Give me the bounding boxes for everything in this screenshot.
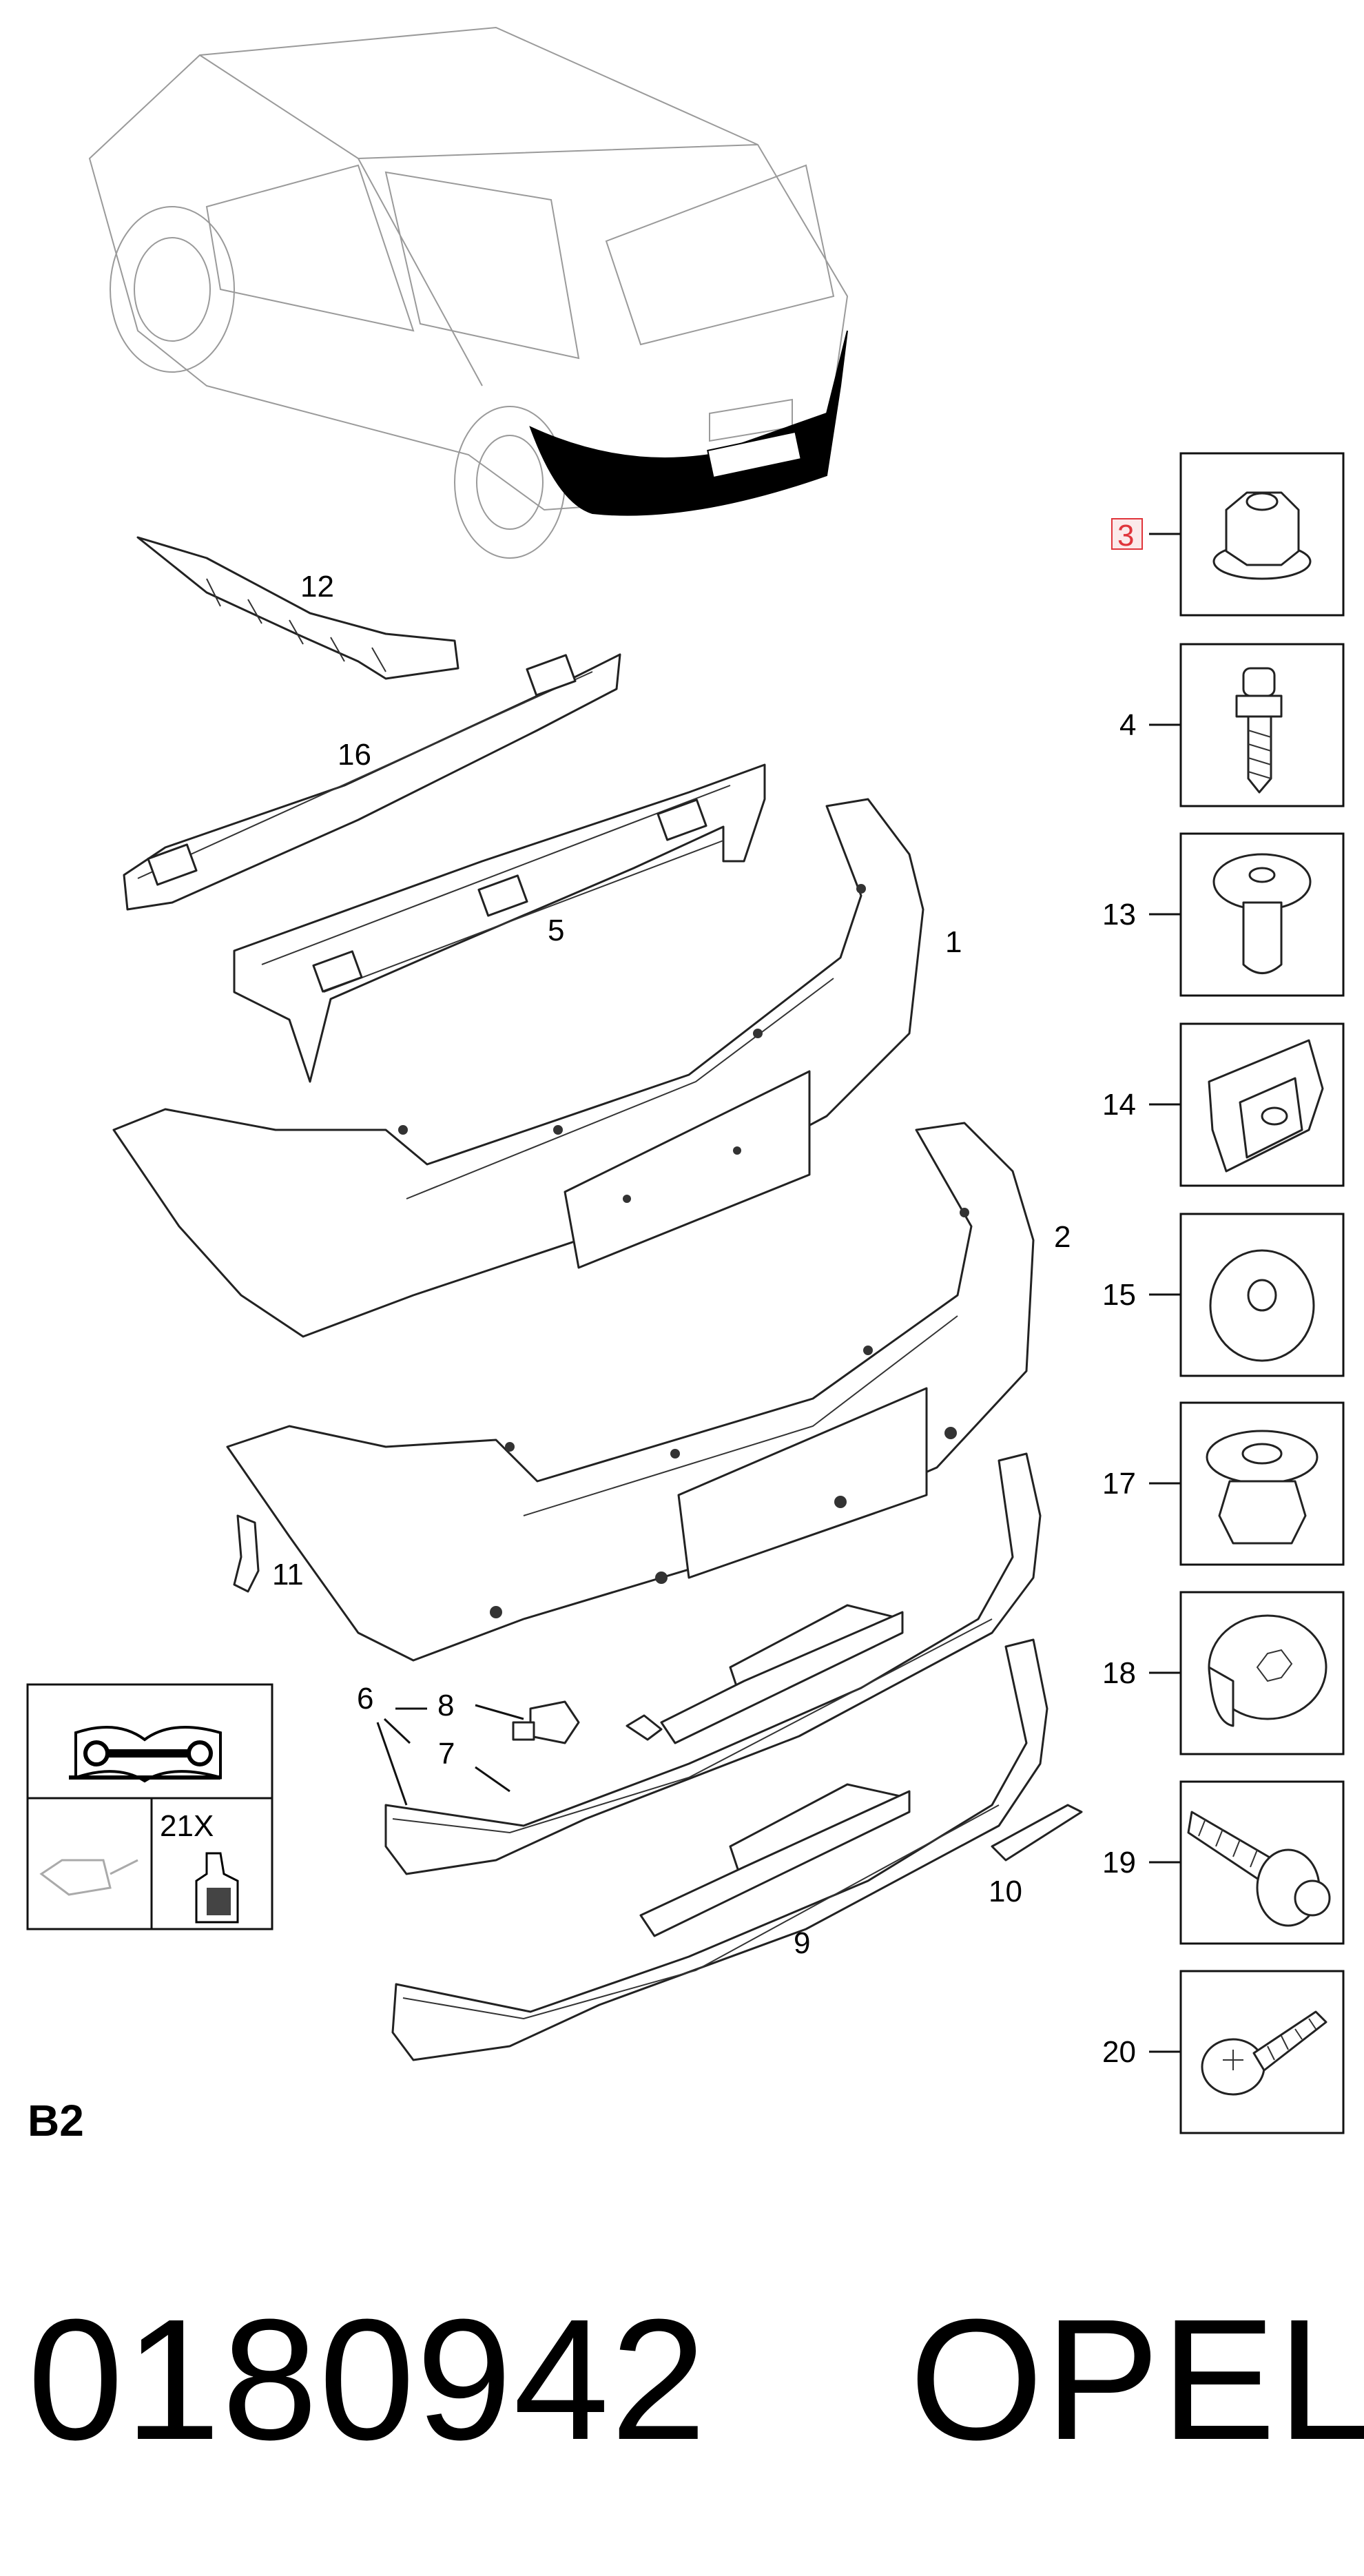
callout-5: 5 <box>548 914 564 947</box>
callout-3: 3 <box>1117 519 1134 553</box>
highlight-marker-3 <box>1111 518 1143 550</box>
callout-20: 20 <box>1102 2035 1136 2069</box>
push-rivet-icon <box>1212 853 1312 974</box>
callout-8: 8 <box>437 1689 454 1722</box>
callout-2: 2 <box>1054 1220 1071 1254</box>
adhesive-label: 21X <box>160 1809 214 1843</box>
tree-clip-icon <box>1187 1811 1331 1927</box>
part-5-support <box>233 763 766 1083</box>
callout-12: 12 <box>300 570 334 604</box>
callout-19: 19 <box>1102 1846 1136 1879</box>
wrench-manual-icon <box>69 1726 222 1783</box>
stud-bolt-icon <box>1235 667 1283 794</box>
highlighted-rear-bumper <box>529 330 848 516</box>
part-9-lower-trim <box>391 1638 1048 2061</box>
callout-18: 18 <box>1102 1656 1136 1690</box>
self-tapping-screw-icon <box>1201 2010 1327 2096</box>
part-10-bracket <box>991 1804 1083 1862</box>
callout-6: 6 <box>357 1682 373 1715</box>
car-illustration <box>88 26 849 559</box>
callout-15: 15 <box>1102 1278 1136 1312</box>
flange-nut-icon <box>1212 491 1312 580</box>
part-2-bumper-cover-sensors <box>226 1122 1035 1662</box>
part-number: 0180942 <box>28 2283 707 2475</box>
flanged-nut-icon <box>1206 1430 1319 1545</box>
adhesive-bottle-icon <box>195 1852 239 1924</box>
callout-16: 16 <box>338 738 371 772</box>
tool-manual-box: 21X <box>26 1683 273 1930</box>
torx-screw-head-icon <box>1208 1614 1327 1727</box>
brand-name: OPEL <box>909 2283 1364 2475</box>
part-11-bracket <box>233 1514 260 1593</box>
part-1-bumper-cover <box>112 798 924 1338</box>
callout-7: 7 <box>438 1737 455 1771</box>
spring-clip-icon <box>1208 1039 1324 1173</box>
callout-13: 13 <box>1102 898 1136 931</box>
part-16-beam <box>123 653 621 911</box>
callout-10: 10 <box>989 1875 1022 1908</box>
washer-icon <box>1209 1249 1315 1362</box>
oil-can-icon <box>39 1859 138 1896</box>
section-code: B2 <box>28 2096 84 2145</box>
callout-1: 1 <box>945 925 962 959</box>
part-8-clip <box>512 1700 580 1744</box>
callout-17: 17 <box>1102 1467 1136 1501</box>
part-6-7-lower-trim <box>384 1452 1042 1875</box>
callout-11: 11 <box>272 1558 304 1591</box>
part-8-small-clip <box>626 1714 663 1741</box>
part-12-bracket <box>136 536 459 680</box>
callout-14: 14 <box>1102 1088 1136 1122</box>
callout-4: 4 <box>1119 708 1136 742</box>
callout-9: 9 <box>794 1926 810 1960</box>
